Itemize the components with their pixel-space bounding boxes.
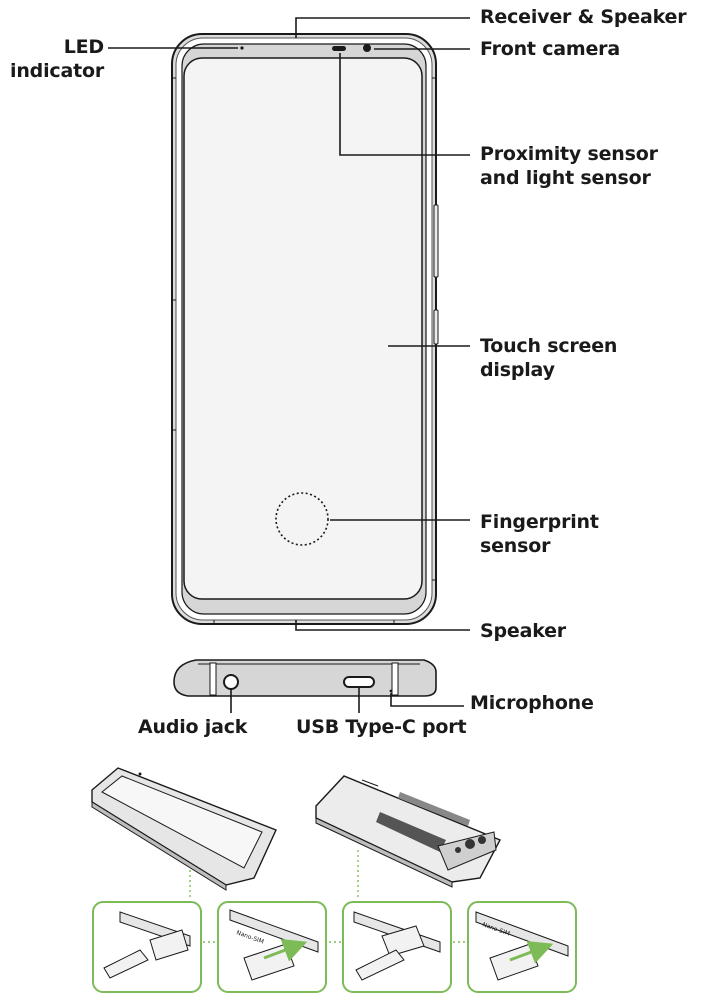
screen-area [183, 57, 423, 600]
side-button-volume [433, 204, 439, 278]
leader-speaker [295, 620, 470, 631]
leader-proximity [339, 53, 470, 156]
label-touch-screen: Touch screen [480, 335, 618, 357]
fingerprint-area [275, 492, 329, 546]
side-button-power [433, 309, 439, 345]
led-dot [240, 46, 244, 50]
sim-step-2: Nano-SIM [217, 901, 327, 993]
leader-receiver [295, 17, 470, 38]
label-usb-port: USB Type-C port [296, 716, 467, 738]
label-indicator: indicator [10, 60, 104, 82]
sim-step-3 [342, 901, 452, 993]
label-audio-jack: Audio jack [138, 716, 248, 738]
audio-jack-port [223, 674, 239, 690]
phone-front-view [171, 33, 439, 625]
front-camera-lens [363, 44, 371, 52]
label-proximity: Proximity sensor [480, 143, 658, 165]
sim-step-1 [92, 901, 202, 993]
microphone-hole [389, 689, 393, 693]
label-display: display [480, 359, 555, 381]
label-microphone: Microphone [470, 692, 594, 714]
phone-bottom-view [173, 659, 437, 697]
phone-back-perspective [315, 775, 501, 888]
proximity-sensor-slot [332, 46, 346, 51]
label-fingerprint: Fingerprint [480, 511, 599, 533]
phone-front-perspective [91, 767, 277, 891]
label-speaker: Speaker [480, 620, 566, 642]
label-led: LED [63, 36, 104, 58]
usb-c-port [343, 676, 375, 688]
label-receiver-speaker: Receiver & Speaker [480, 6, 687, 28]
label-front-camera: Front camera [480, 38, 620, 60]
label-sensor: sensor [480, 535, 551, 557]
label-light-sensor: and light sensor [480, 167, 651, 189]
sim-step-4: Nano-SIM [467, 901, 577, 993]
leader-microphone [390, 693, 464, 707]
